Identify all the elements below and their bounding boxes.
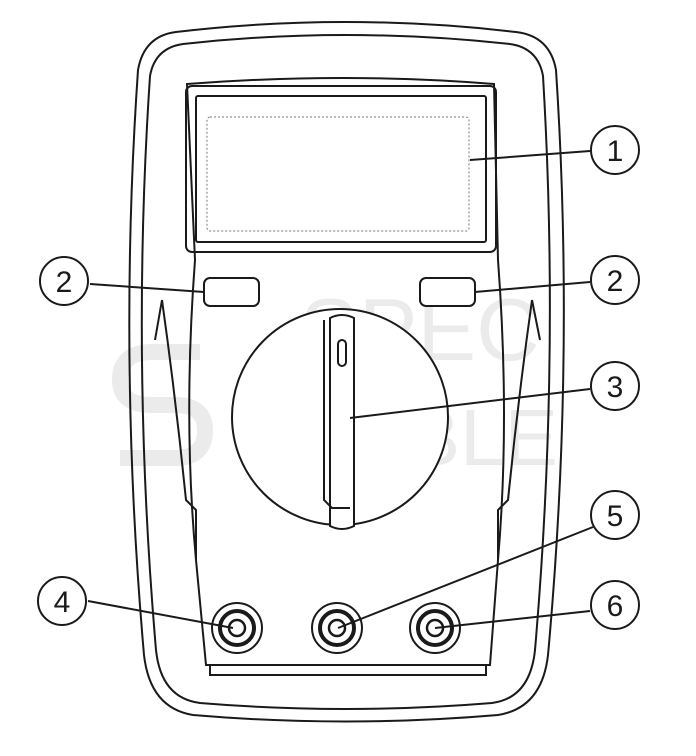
outer-holster [128, 21, 565, 723]
right-grip [497, 299, 533, 560]
callout-2-left: 2 [39, 256, 89, 306]
display-screen [206, 116, 470, 232]
callout-2-right-label: 2 [607, 265, 624, 298]
callout-3-label: 3 [607, 371, 624, 404]
lcd-display [185, 85, 497, 253]
meter-case [128, 21, 565, 723]
callout-1: 1 [590, 125, 640, 175]
button-right[interactable] [419, 277, 476, 307]
callouts: 1 2 2 3 4 5 6 [37, 125, 640, 630]
leader-lines [87, 150, 594, 629]
callout-5: 5 [590, 490, 640, 540]
watermark-logo [111, 344, 214, 466]
meter-face [185, 77, 505, 666]
leader-3 [349, 388, 591, 419]
inner-holster [140, 34, 551, 710]
input-jacks [211, 602, 461, 654]
callout-6: 6 [590, 580, 640, 630]
knob-indicator [337, 339, 347, 367]
leader-2-left [89, 283, 205, 293]
jack-left[interactable] [211, 602, 263, 654]
leader-1 [469, 150, 591, 161]
left-grip [161, 299, 197, 560]
callout-3: 3 [590, 361, 640, 411]
knob-ridge [323, 320, 350, 509]
display-frame [195, 95, 487, 243]
jack-middle[interactable] [311, 602, 363, 654]
callout-4-label: 4 [54, 586, 71, 619]
rotary-knob[interactable] [329, 314, 355, 530]
rotary-switch [231, 308, 449, 530]
display-bezel [185, 85, 497, 253]
callout-6-label: 6 [607, 590, 624, 623]
leader-2-right [474, 281, 591, 293]
callout-2-left-label: 2 [56, 266, 73, 299]
callout-4: 4 [37, 576, 87, 626]
leader-6 [434, 610, 591, 629]
callout-1-label: 1 [607, 135, 624, 168]
callout-5-label: 5 [607, 500, 624, 533]
leader-4 [87, 600, 234, 629]
leader-5 [337, 526, 594, 629]
button-left[interactable] [203, 277, 260, 307]
callout-2-right: 2 [590, 255, 640, 305]
